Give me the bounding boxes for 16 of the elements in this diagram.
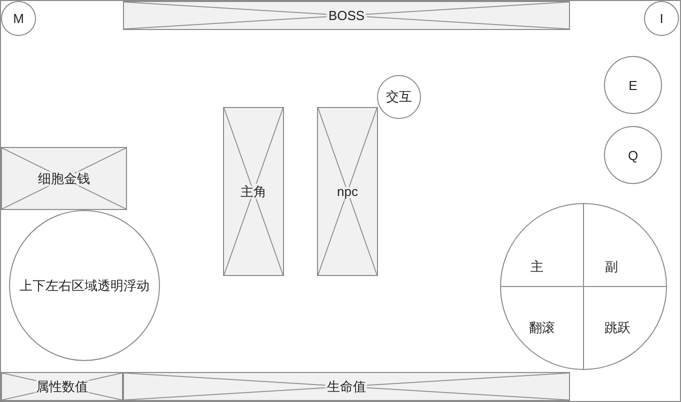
- image-frame: BOSS: [123, 1, 570, 30]
- image-frame: 属性数值: [1, 372, 123, 401]
- round-button: 交互: [377, 75, 421, 119]
- action-button: 副: [583, 204, 666, 287]
- round-button: Q: [604, 126, 662, 184]
- image-frame: 生命值: [123, 372, 570, 401]
- round-button: I: [644, 1, 679, 36]
- joystick-zone: 上下左右区域透明浮动: [9, 210, 160, 361]
- action-button: 翻滚: [501, 286, 584, 369]
- image-frame: npc: [317, 107, 378, 276]
- image-frame: 主角: [223, 107, 284, 276]
- action-button: 主: [501, 204, 584, 287]
- action-button: 跳跃: [583, 286, 666, 369]
- image-frame: 细胞金钱: [1, 147, 127, 210]
- round-button: M: [1, 1, 36, 36]
- round-button: E: [604, 56, 662, 114]
